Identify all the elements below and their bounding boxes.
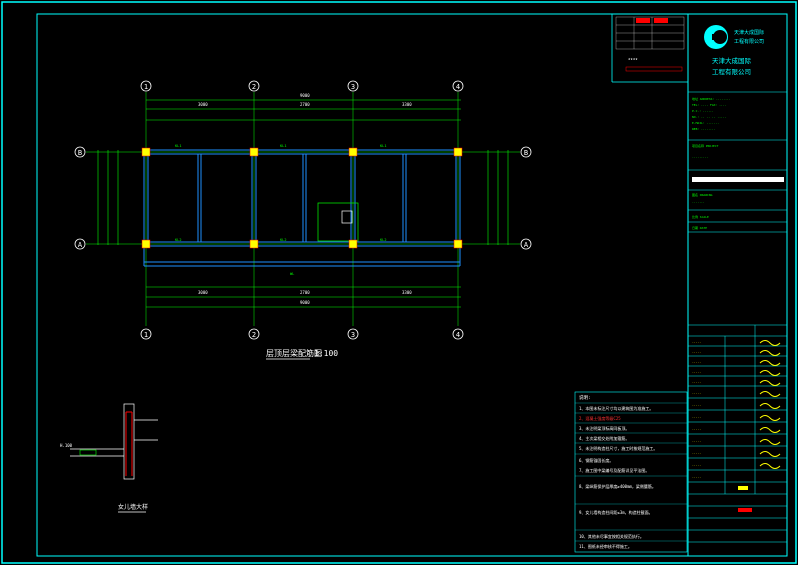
grid-bubble-2-top [248, 80, 260, 92]
svg-text:·······: ······· [692, 200, 705, 204]
company-name-line2: 工程有限公司 [712, 67, 751, 76]
svg-text:项目名称 PROJECT: 项目名称 PROJECT [692, 143, 719, 148]
dim-bay-2: 2700 [300, 102, 310, 107]
logo-text-1: 天津大成国际 [734, 29, 764, 36]
dim-bay-3-bottom: 3300 [402, 290, 412, 295]
grid-bubble-4-top [452, 80, 464, 92]
grid-label-2-top: 2 [252, 83, 256, 91]
svg-text:·········: ········· [692, 155, 708, 159]
svg-text:WL: WL [290, 272, 294, 276]
dim-bay-3: 3300 [402, 102, 412, 107]
svg-text:·····: ····· [692, 380, 701, 384]
svg-text:KL2: KL2 [175, 238, 182, 242]
plan-scale: 1:100 [314, 349, 338, 358]
grid-bubble-3-bottom [347, 328, 359, 340]
logo-text-2: 工程有限公司 [734, 38, 764, 45]
svg-text:·····: ····· [692, 370, 701, 374]
svg-text:·····: ····· [692, 415, 701, 419]
svg-text:KL1: KL1 [280, 144, 287, 148]
notes-title: 说明: [579, 394, 591, 401]
note-9: 9、女儿墙构造柱间距≤3m，构造柱截面。 [579, 509, 653, 515]
grid-bubble-1-bottom [140, 328, 152, 340]
note-6: 6、钢筋锚固长度。 [579, 457, 613, 463]
grid-label-1-bottom: 1 [144, 331, 148, 339]
grid-label-2-bottom: 2 [252, 331, 256, 339]
grid-label-3-bottom: 3 [351, 331, 355, 339]
note-2: 2、混凝土强度等级C25 [579, 415, 621, 421]
svg-text:·····: ····· [692, 427, 701, 431]
grid-bubble-B-right [520, 146, 532, 158]
svg-text:E-MAIL: ·······: E-MAIL: ······· [692, 121, 719, 125]
dim-bay-1-bottom: 3000 [198, 290, 208, 295]
plan-title: 层顶层梁配筋图 [266, 348, 322, 358]
svg-text:P.C.: ······: P.C.: ······ [692, 109, 714, 113]
note-4: 4、主次梁相交处附加箍筋。 [579, 435, 629, 441]
grid-label-1-top: 1 [144, 83, 148, 91]
detail-title: 女儿墙大样 [118, 503, 148, 511]
dim-total-bottom: 9000 [300, 300, 310, 305]
svg-text:·····: ····· [692, 451, 701, 455]
svg-text:·····: ····· [692, 475, 701, 479]
detail-level: H.100 [60, 443, 73, 448]
note-10: 10、其他未尽事宜按相关规范执行。 [579, 533, 644, 539]
dim-total-top: 9000 [300, 93, 310, 98]
svg-text:TEL: ···· FAX: ····: TEL: ···· FAX: ···· [692, 103, 727, 107]
grid-bubble-2-bottom [248, 328, 260, 340]
grid-bubble-3-top [347, 80, 359, 92]
grid-label-A-right: A [524, 241, 529, 249]
svg-text:·····: ····· [692, 403, 701, 407]
note-11: 11、图纸未经审核不得施工。 [579, 543, 632, 549]
svg-text:KL1: KL1 [380, 144, 387, 148]
svg-text:·····: ····· [692, 439, 701, 443]
grid-label-B-left: B [78, 149, 82, 157]
grid-label-B-right: B [524, 149, 528, 157]
note-7: 7、施工图中梁编号及配筋详见平法图。 [579, 467, 649, 473]
dim-bay-2-bottom: 2700 [300, 290, 310, 295]
floor-plan: 9000 3000 2700 3300 9000 3000 2700 3300 [74, 80, 532, 360]
svg-text:KL2: KL2 [380, 238, 387, 242]
svg-text:日期 DATE: 日期 DATE [692, 225, 707, 230]
grid-label-4-top: 4 [456, 83, 460, 91]
dim-bay-1: 3000 [198, 102, 208, 107]
svg-text:图名 DRAWING: 图名 DRAWING [692, 192, 713, 197]
svg-text:·····: ····· [692, 350, 701, 354]
svg-text:WEB: ········: WEB: ········ [692, 127, 716, 131]
company-name-line1: 天津大成国际 [712, 56, 752, 65]
svg-text:NO.: ·· ·· ·· ·····: NO.: ·· ·· ·· ····· [692, 115, 727, 119]
svg-text:KL1: KL1 [175, 144, 182, 148]
grid-bubble-1-top [140, 80, 152, 92]
svg-text:比例 SCALE: 比例 SCALE [692, 214, 709, 219]
grid-label-3-top: 3 [351, 83, 355, 91]
svg-text:地址 ADDRESS: ········: 地址 ADDRESS: ········ [692, 96, 731, 101]
svg-text:★★★★: ★★★★ [628, 56, 638, 61]
company-logo: 天津大成国际 工程有限公司 [704, 25, 764, 49]
grid-bubble-A-left [74, 238, 86, 250]
grid-bubble-A-right [520, 238, 532, 250]
svg-text:KL2: KL2 [280, 238, 287, 242]
note-3: 3、未注明梁顶标高同板顶。 [579, 425, 629, 431]
note-1: 1、本图未标注尺寸均以建筑图为准施工。 [579, 405, 653, 411]
grid-label-A-left: A [78, 241, 83, 249]
svg-text:·····: ····· [692, 360, 701, 364]
svg-text:·····: ····· [692, 463, 701, 467]
svg-text:·····: ····· [692, 391, 701, 395]
title-block: ★★★★ 天津大成国际 工程有限公司 天津大成国际 工程有限公司 地址 ADDR… [611, 14, 787, 556]
general-notes: 说明: 1、本图未标注尺寸均以建筑图为准施工。 2、混凝土强度等级C25 3、未… [574, 391, 688, 553]
grid-bubble-B-left [74, 146, 86, 158]
parapet-detail: H.100 女儿墙大样 [60, 403, 158, 513]
note-5: 5、未注明构造柱尺寸，施工时按规范施工。 [579, 445, 657, 451]
svg-text:·····: ····· [692, 340, 701, 344]
inner-frame [36, 13, 788, 557]
grid-label-4-bottom: 4 [456, 331, 460, 339]
grid-bubble-4-bottom [452, 328, 464, 340]
note-8: 8、梁纵筋保护层厚度≥400mm，梁侧腰筋。 [579, 483, 656, 489]
